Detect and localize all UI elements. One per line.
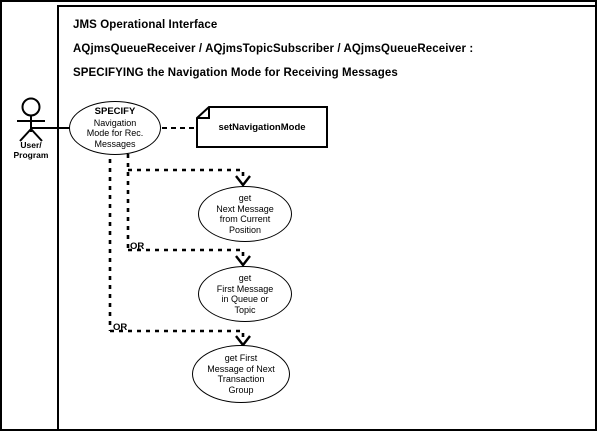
branch-label-or-1: OR — [130, 241, 145, 252]
use-case-get-next-message[interactable]: get Next Message from Current Position — [198, 186, 292, 242]
actor-stick-figure-icon — [17, 97, 45, 142]
use-case-line: get First — [224, 353, 258, 363]
branch-label-or-2: OR — [113, 322, 128, 333]
title-line-2: AQjmsQueueReceiver / AQjmsTopicSubscribe… — [73, 43, 474, 55]
use-case-line: Position — [228, 224, 262, 235]
use-case-line: get — [238, 273, 252, 283]
actor-label-line-1: User/ — [20, 140, 42, 150]
use-case-get-first-message-next-transaction-group[interactable]: get First Message of Next Transaction Gr… — [192, 345, 290, 403]
use-case-line: Next Message — [216, 203, 274, 214]
use-case-line: Messages — [94, 138, 136, 149]
use-case-line: SPECIFY — [94, 106, 136, 117]
title-line-1: JMS Operational Interface — [73, 19, 218, 31]
use-case-line: Mode for Rec. — [86, 128, 144, 138]
use-case-line: in Queue or — [221, 294, 269, 304]
note-label: setNavigationMode — [218, 121, 306, 133]
use-case-line: get — [238, 193, 252, 203]
actor-label: User/ Program — [8, 140, 54, 160]
use-case-line: Topic — [234, 304, 256, 315]
use-case-line: Message of Next — [207, 363, 275, 374]
diagram-title: JMS Operational Interface AQjmsQueueRece… — [73, 13, 573, 85]
actor-user-program: User/ Program — [8, 96, 54, 166]
use-case-line: Transaction — [217, 374, 265, 384]
actor-label-line-2: Program — [13, 150, 49, 160]
use-case-line: Navigation — [93, 117, 137, 128]
use-case-specify-navigation-mode[interactable]: SPECIFY Navigation Mode for Rec. Message… — [69, 101, 161, 155]
use-case-line: Group — [228, 384, 254, 395]
note-set-navigation-mode: setNavigationMode — [196, 106, 328, 148]
title-line-3: SPECIFYING the Navigation Mode for Recei… — [73, 67, 398, 79]
note-shape-icon — [196, 106, 328, 148]
use-case-line: First Message — [216, 283, 274, 294]
use-case-line: from Current — [219, 214, 271, 224]
system-boundary-frame — [57, 5, 595, 429]
use-case-get-first-message[interactable]: get First Message in Queue or Topic — [198, 266, 292, 322]
